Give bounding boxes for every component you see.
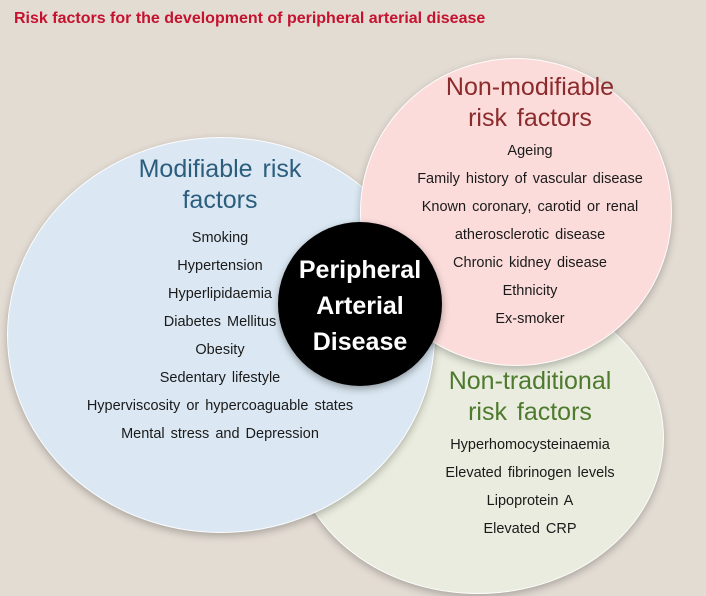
diagram-title: Risk factors for the development of peri… [14,10,486,27]
non-modifiable-list: Ageing Family history of vascular diseas… [380,137,680,333]
non-modifiable-item: Ethnicity [502,283,558,299]
center-label-line: Arterial [316,292,404,320]
modifiable-item: Sedentary lifestyle [159,370,281,386]
modifiable-block: Modifiable risk factors Smoking Hyperten… [60,154,380,448]
non-modifiable-item: Chronic kidney disease [453,255,607,271]
modifiable-item: Mental stress and Depression [121,426,319,442]
modifiable-item: Obesity [195,342,245,358]
modifiable-heading: Modifiable risk factors [60,154,380,216]
center-circle [278,222,442,386]
non-traditional-item: Lipoprotein A [486,493,574,509]
non-modifiable-heading-line: Non-modifiable [445,73,615,101]
non-modifiable-item: Known coronary, carotid or renal [421,199,639,215]
non-traditional-item: Elevated fibrinogen levels [445,465,615,481]
non-traditional-heading: Non-traditional risk factors [390,366,670,428]
non-modifiable-heading-line: risk factors [468,104,592,132]
modifiable-list: Smoking Hypertension Hyperlipidaemia Dia… [60,224,380,448]
non-traditional-item: Hyperhomocysteinaemia [450,437,610,453]
non-modifiable-item: Ex-smoker [495,311,565,327]
non-traditional-heading-line: Non-traditional [448,367,612,395]
modifiable-heading-line: Modifiable risk [138,155,302,183]
modifiable-item: Hyperlipidaemia [168,286,272,302]
non-traditional-item: Elevated CRP [483,521,577,537]
non-modifiable-block: Non-modifiable risk factors Ageing Famil… [380,72,680,333]
modifiable-item: Diabetes Mellitus [163,314,277,330]
non-modifiable-heading: Non-modifiable risk factors [380,72,680,134]
non-modifiable-item: Ageing [507,143,553,159]
modifiable-heading-line: factors [182,186,258,214]
center-label: Peripheral Arterial Disease [278,252,442,360]
modifiable-item: Hyperviscosity or hypercoaguable states [86,398,354,414]
non-modifiable-item: Family history of vascular disease [417,171,643,187]
non-traditional-block: Non-traditional risk factors Hyperhomocy… [390,366,670,543]
modifiable-item: Smoking [191,230,249,246]
non-traditional-heading-line: risk factors [468,398,592,426]
center-label-line: Peripheral [298,256,422,284]
non-traditional-list: Hyperhomocysteinaemia Elevated fibrinoge… [390,431,670,543]
center-label-line: Disease [312,328,408,356]
non-modifiable-item: atherosclerotic disease [454,227,606,243]
modifiable-item: Hypertension [177,258,263,274]
